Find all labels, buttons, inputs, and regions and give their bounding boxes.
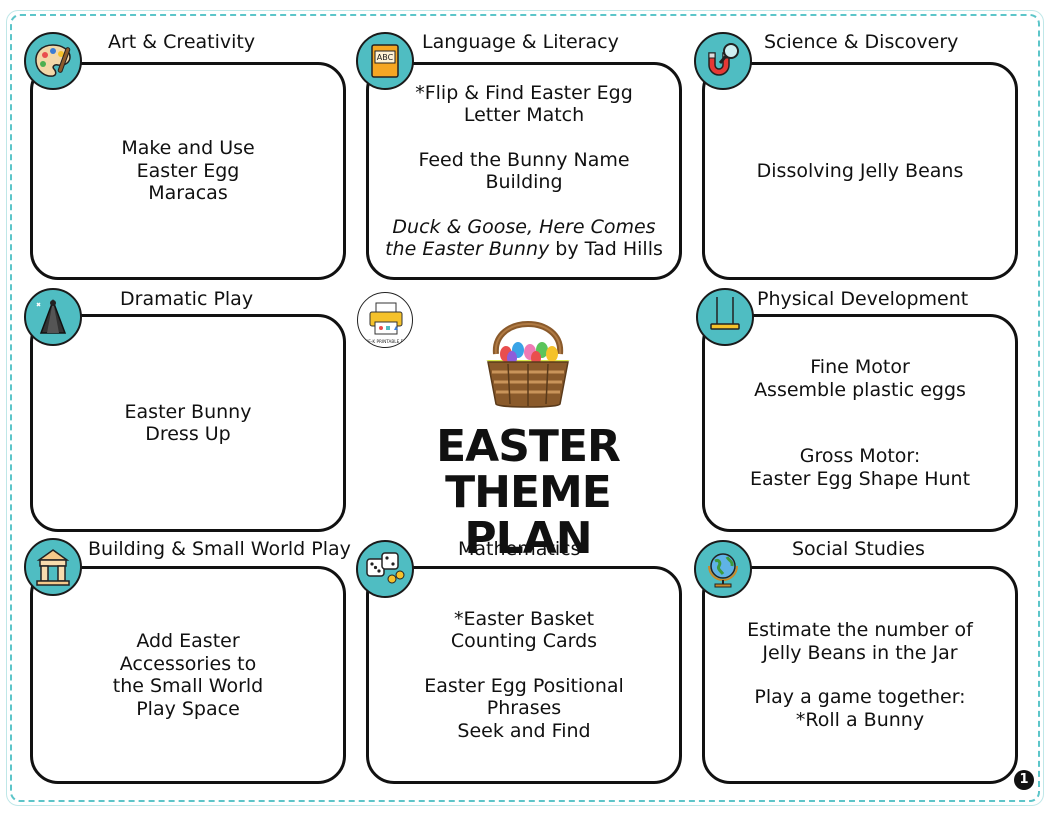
book-title: Duck & Goose, Here Comes [392, 215, 656, 238]
swing-icon [696, 288, 754, 346]
building-line: Add Easter [136, 630, 240, 652]
social-line: Jelly Beans in the Jar [762, 641, 958, 664]
language-line: *Flip & Find Easter Egg [415, 81, 633, 104]
math-line: Seek and Find [457, 719, 591, 742]
book-author: by Tad Hills [549, 238, 663, 260]
social-line: *Roll a Bunny [795, 708, 925, 731]
blocks-icon [24, 538, 82, 596]
logo-text: PRE-K PRINTABLE FUN [363, 339, 409, 344]
social-heading: Social Studies [788, 537, 929, 561]
physical-heading: Physical Development [753, 287, 973, 311]
science-heading: Science & Discovery [760, 30, 963, 54]
physical-content: Fine Motor Assemble plastic eggs Gross M… [736, 356, 984, 490]
art-heading: Art & Creativity [104, 30, 260, 54]
building-line: Play Space [136, 697, 240, 720]
social-line: Play a game together: [754, 686, 966, 708]
math-line: Easter Egg Positional [424, 674, 624, 697]
printer-logo-icon: PRE-K PRINTABLE FUN [357, 292, 413, 348]
title-line: EASTER [436, 421, 621, 472]
language-box: *Flip & Find Easter Egg Letter Match Fee… [366, 62, 682, 280]
building-box: Add Easter Accessories to the Small Worl… [30, 566, 346, 784]
physical-box: Fine Motor Assemble plastic eggs Gross M… [702, 314, 1018, 532]
language-line: Feed the Bunny Name Building [418, 148, 630, 194]
art-content: Make and Use Easter Egg Maracas [107, 137, 268, 205]
science-box: Dissolving Jelly Beans [702, 62, 1018, 280]
art-line: Make and Use [121, 137, 255, 160]
language-content: *Flip & Find Easter Egg Letter Match Fee… [369, 82, 679, 261]
magic-cape-icon [24, 288, 82, 346]
page-border-outer [6, 10, 1044, 806]
svg-text:ABC: ABC [377, 53, 394, 62]
social-content: Estimate the number of Jelly Beans in th… [733, 619, 987, 731]
page-border-dashed [10, 14, 1040, 802]
dramatic-heading: Dramatic Play [116, 287, 258, 311]
palette-icon [24, 32, 82, 90]
art-line: Easter Egg [136, 159, 240, 182]
easter-basket-image [478, 300, 578, 412]
math-heading: Mathematics [454, 537, 585, 561]
physical-line: Assemble plastic eggs [754, 378, 966, 401]
math-content: *Easter Basket Counting Cards Easter Egg… [410, 608, 638, 743]
math-box: *Easter Basket Counting Cards Easter Egg… [366, 566, 682, 784]
social-box: Estimate the number of Jelly Beans in th… [702, 566, 1018, 784]
page-title: EASTER THEME PLAN [380, 424, 676, 562]
abc-book-icon: ABC [356, 32, 414, 90]
building-heading: Building & Small World Play [84, 537, 355, 561]
book-title: the Easter Bunny [385, 238, 550, 260]
science-line: Dissolving Jelly Beans [756, 159, 964, 182]
math-line: Counting Cards [450, 630, 598, 653]
title-line: THEME PLAN [445, 467, 612, 564]
page-number: 1 [1014, 770, 1034, 790]
globe-icon [694, 540, 752, 598]
dice-icon [356, 540, 414, 598]
dramatic-box: Easter Bunny Dress Up [30, 314, 346, 532]
art-line: Maracas [148, 182, 228, 205]
physical-line: Fine Motor [810, 356, 910, 378]
physical-line: Easter Egg Shape Hunt [749, 467, 971, 490]
building-content: Add Easter Accessories to the Small Worl… [99, 630, 277, 720]
art-box: Make and Use Easter Egg Maracas [30, 62, 346, 280]
physical-line: Gross Motor: [799, 445, 921, 467]
dramatic-line: Easter Bunny [124, 400, 252, 423]
dramatic-line: Dress Up [145, 423, 231, 445]
magnet-magnifier-icon [694, 32, 752, 90]
math-line: *Easter Basket [453, 607, 595, 630]
language-heading: Language & Literacy [418, 30, 623, 54]
language-line: Letter Match [463, 104, 585, 126]
building-line: the Small World [112, 675, 264, 697]
math-line: Phrases [486, 697, 562, 720]
building-line: Accessories to [119, 652, 257, 675]
dramatic-content: Easter Bunny Dress Up [111, 401, 266, 446]
science-content: Dissolving Jelly Beans [743, 160, 978, 183]
social-line: Estimate the number of [747, 619, 973, 641]
